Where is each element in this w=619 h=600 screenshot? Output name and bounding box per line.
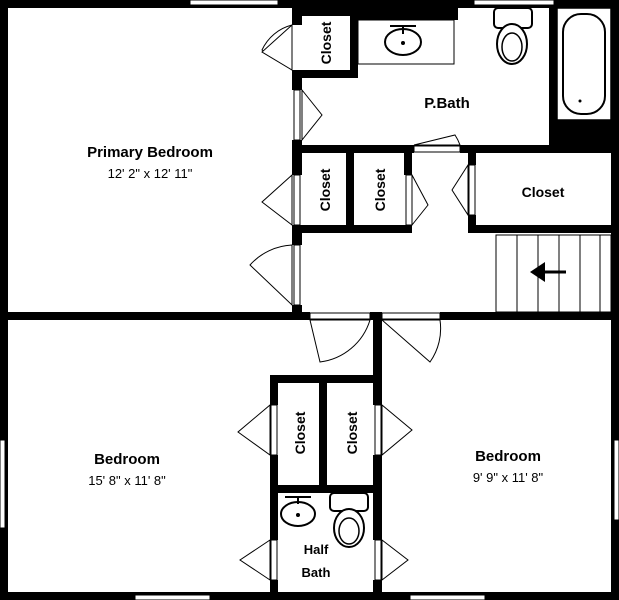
primary-bedroom-name: Primary Bedroom <box>87 144 213 161</box>
door-lower-left-closet[interactable] <box>237 403 278 456</box>
toilet-icon <box>329 492 369 548</box>
door-primary-bath[interactable] <box>293 88 323 142</box>
closet-labels: Closet Closet Closet Closet Closet Close… <box>292 21 565 454</box>
doors <box>237 23 476 582</box>
half-bath-line1: Half <box>304 542 329 557</box>
toilet-icon <box>493 7 533 65</box>
door-primary-hall[interactable] <box>249 244 301 307</box>
sink-icon <box>280 496 316 527</box>
door-half-bath[interactable] <box>239 539 278 581</box>
bathtub-icon <box>556 7 612 121</box>
closet-bath-top-label: Closet <box>318 21 334 64</box>
closet-lower-right-label: Closet <box>344 411 360 454</box>
bedroom-right-dims: 9' 9" x 11' 8" <box>473 470 544 485</box>
closet-lower-left-label: Closet <box>292 411 308 454</box>
half-bath-line2: Bath <box>302 565 331 580</box>
door-mid-right-closet[interactable] <box>405 174 429 227</box>
bedroom-left-name: Bedroom <box>94 451 160 468</box>
door-mid-closet[interactable] <box>261 173 301 227</box>
door-bedroom-left[interactable] <box>309 312 371 363</box>
door-bedroom-right[interactable] <box>380 312 442 363</box>
bedroom-right-name: Bedroom <box>475 448 541 465</box>
sink-icon <box>384 25 422 56</box>
door-hall-closet[interactable] <box>451 163 476 217</box>
door-bath-hall[interactable] <box>413 134 461 153</box>
door-primary-closet[interactable] <box>261 23 293 71</box>
bedroom-left-dims: 15' 8" x 11' 8" <box>88 473 166 488</box>
door-bedroom-right-lower[interactable] <box>374 538 409 582</box>
room-labels: Primary Bedroom 12' 2" x 12' 11" P.Bath … <box>87 95 543 580</box>
closet-hall-label: Closet <box>522 184 565 200</box>
primary-bedroom-dims: 12' 2" x 12' 11" <box>108 166 193 181</box>
arrow-left-icon <box>530 262 566 282</box>
closet-mid-left-label: Closet <box>317 168 333 211</box>
door-lower-right-closet[interactable] <box>374 403 413 457</box>
primary-bath-name: P.Bath <box>424 95 470 112</box>
closet-mid-right-label: Closet <box>372 168 388 211</box>
